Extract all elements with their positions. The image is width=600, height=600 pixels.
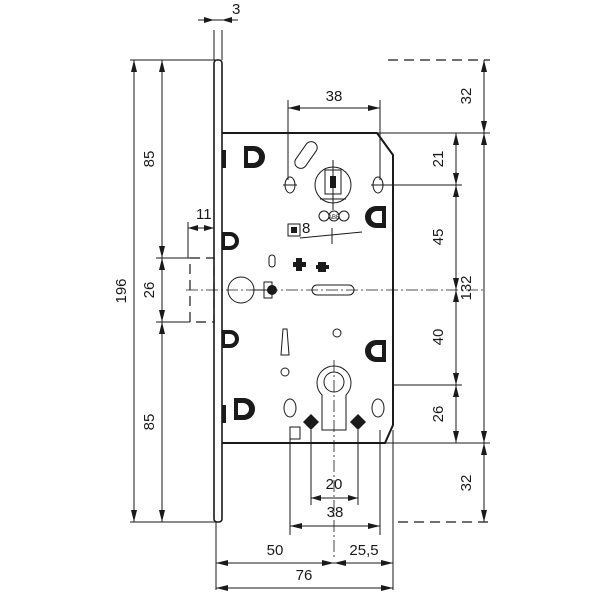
label-85-bottom: 85 bbox=[141, 414, 158, 431]
label-38-bottom: 38 bbox=[327, 504, 344, 521]
dim-76 bbox=[216, 585, 393, 591]
faceplate bbox=[213, 59, 223, 523]
dim-45 bbox=[453, 185, 459, 290]
screw-hole-top-right bbox=[371, 176, 385, 194]
key-slot-left bbox=[280, 328, 290, 356]
dim-20 bbox=[311, 495, 358, 501]
euro-cylinder bbox=[316, 365, 352, 431]
label-25-5: 25,5 bbox=[349, 542, 378, 559]
abb-label: ABB bbox=[328, 215, 340, 221]
gear-shape-2 bbox=[316, 262, 329, 272]
tab-left-1 bbox=[222, 232, 239, 250]
screw-hole-bottom-right bbox=[371, 398, 385, 418]
spindle-ref-line bbox=[299, 231, 363, 239]
small-hole-left bbox=[280, 367, 290, 377]
label-11: 11 bbox=[196, 206, 212, 223]
label-132: 132 bbox=[458, 275, 475, 300]
label-45: 45 bbox=[430, 229, 447, 246]
label-32-bottom: 32 bbox=[458, 475, 475, 492]
screw-hole-bottom-left bbox=[283, 398, 297, 418]
dim-11 bbox=[188, 225, 214, 231]
dim-21 bbox=[453, 133, 459, 185]
slot-small-upper bbox=[268, 254, 276, 268]
dim-25-5 bbox=[334, 560, 393, 566]
dim-32-bottom bbox=[481, 443, 487, 522]
dim-38-top bbox=[288, 105, 380, 111]
small-block-bottom bbox=[289, 426, 301, 440]
dim-85-top bbox=[159, 60, 165, 258]
tab-left-2 bbox=[222, 330, 239, 348]
label-20: 20 bbox=[326, 476, 343, 493]
dim-26-latch bbox=[159, 258, 165, 322]
label-50: 50 bbox=[267, 542, 284, 559]
dim-32-top bbox=[481, 60, 487, 133]
faceplate-notch-1 bbox=[222, 150, 226, 168]
label-21: 21 bbox=[430, 151, 447, 168]
dim-26-right bbox=[453, 385, 459, 443]
dim-3 bbox=[198, 17, 238, 23]
label-85-top: 85 bbox=[141, 151, 158, 168]
spindle-square bbox=[287, 223, 301, 237]
dim-38-bottom bbox=[290, 523, 380, 529]
slanted-slot bbox=[294, 141, 318, 169]
label-76: 76 bbox=[296, 567, 313, 584]
rivet-top-left bbox=[244, 146, 265, 168]
dim-50 bbox=[216, 560, 334, 566]
label-40: 40 bbox=[430, 329, 447, 346]
rivet-right-upper bbox=[365, 206, 386, 228]
gear-shape-1 bbox=[293, 258, 306, 271]
label-38-top: 38 bbox=[326, 88, 343, 105]
handle-hub bbox=[227, 276, 277, 304]
abb-mark: ABB bbox=[318, 210, 350, 222]
rivet-bottom-left bbox=[234, 398, 255, 420]
label-26-right: 26 bbox=[430, 406, 447, 423]
cylinder-core bbox=[323, 371, 345, 393]
label-32-top: 32 bbox=[458, 88, 475, 105]
screw-hole-top-left bbox=[283, 176, 297, 194]
dim-40 bbox=[453, 290, 459, 385]
diamond-marker-right bbox=[350, 414, 366, 430]
label-3: 3 bbox=[232, 1, 240, 18]
rivet-right-lower bbox=[365, 340, 386, 362]
dim-85-bottom bbox=[159, 322, 165, 522]
upper-mechanism bbox=[314, 160, 352, 210]
faceplate-notch-2 bbox=[222, 405, 226, 423]
dim-196 bbox=[131, 60, 137, 522]
spindle-size-label: 8 bbox=[302, 220, 310, 237]
label-196: 196 bbox=[113, 278, 130, 303]
horizontal-slot bbox=[311, 284, 355, 296]
diamond-marker-left bbox=[303, 414, 319, 430]
small-hole-center bbox=[332, 328, 342, 338]
label-26-latch: 26 bbox=[141, 282, 158, 299]
dim-132 bbox=[481, 133, 487, 443]
lock-case bbox=[222, 132, 394, 444]
